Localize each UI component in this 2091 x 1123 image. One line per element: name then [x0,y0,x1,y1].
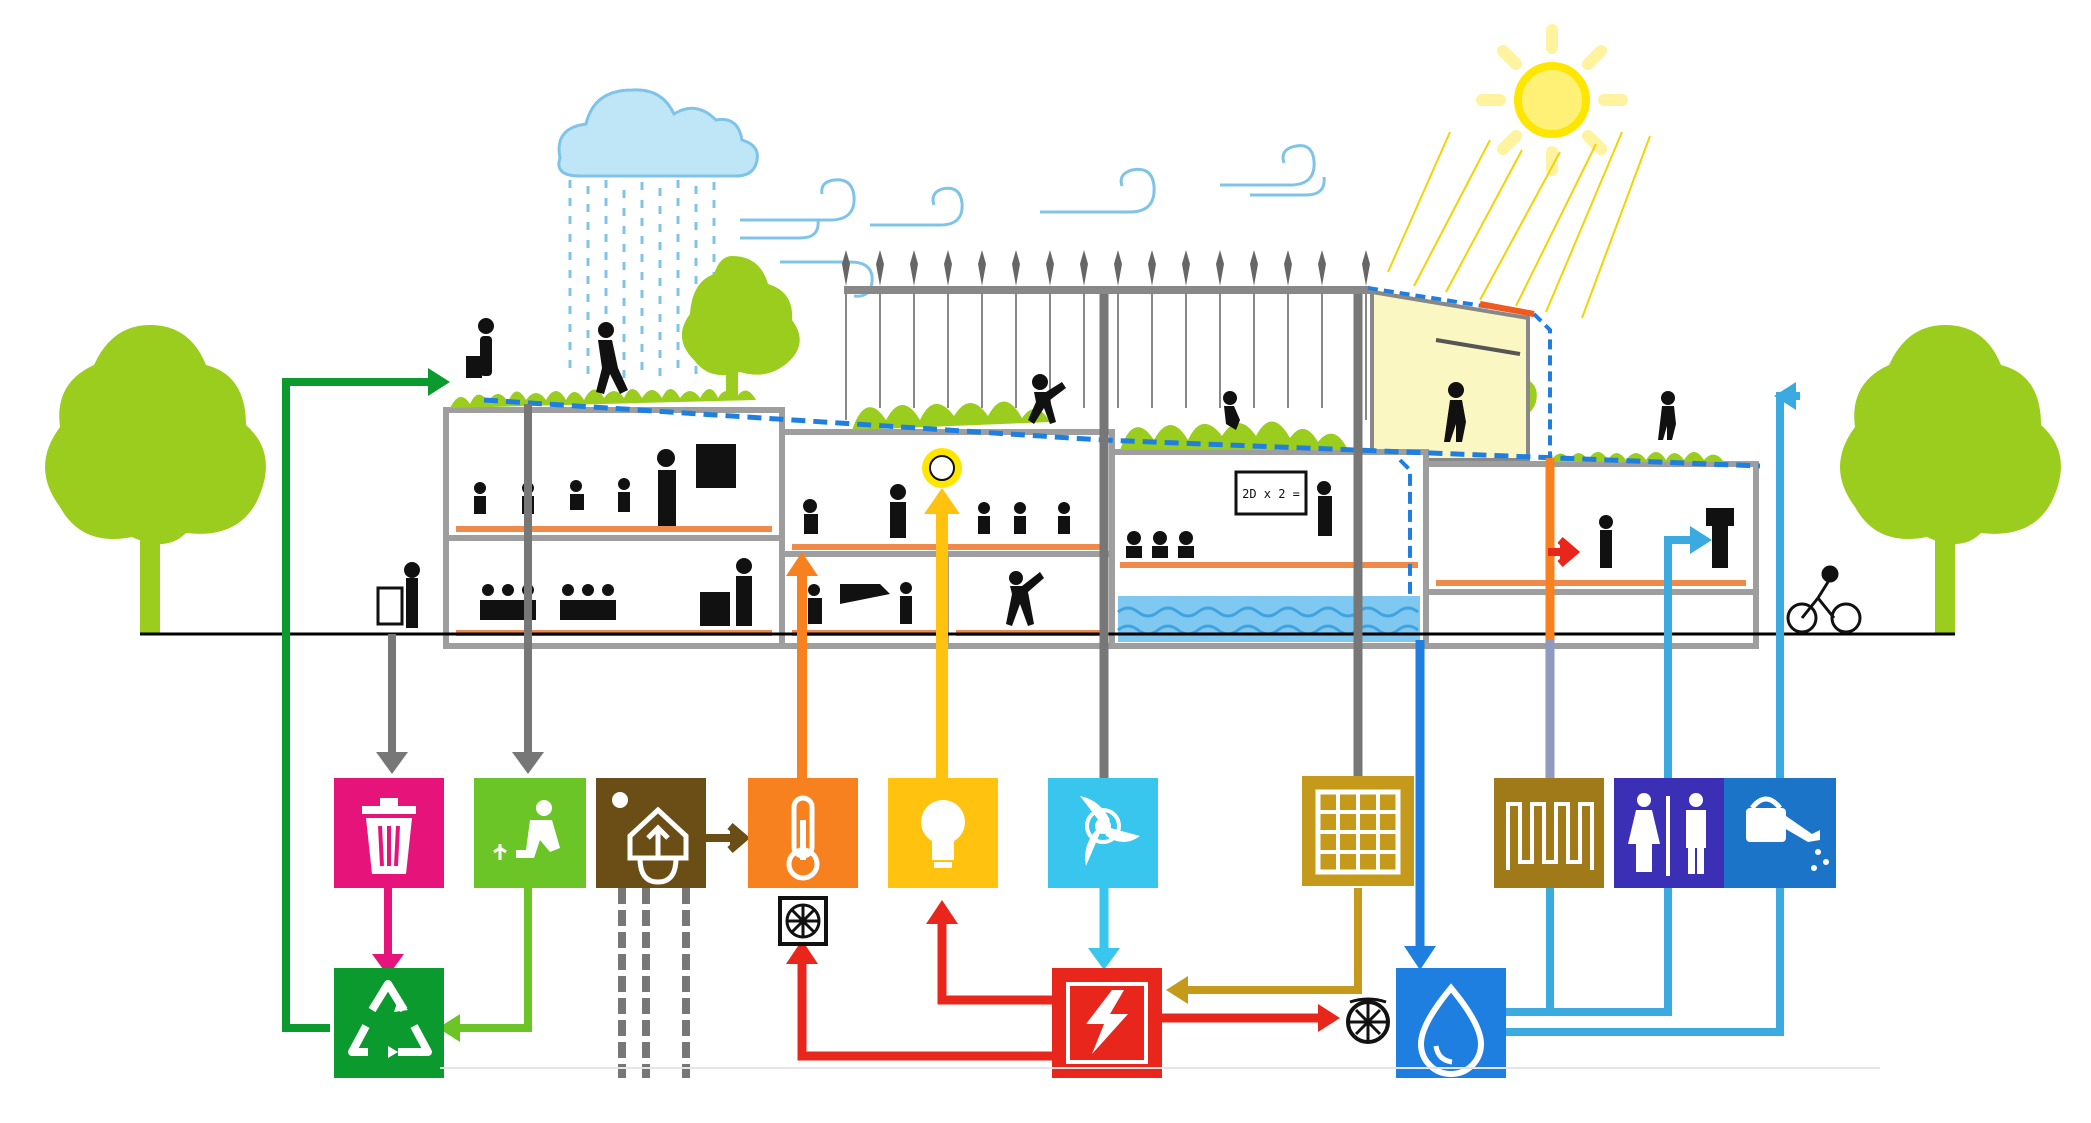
rainwater-flow [1404,640,1436,970]
electric-to-ventilation-arrowhead [786,940,818,964]
thermometer-icon [748,778,858,888]
tree-left [45,325,266,634]
heating-flow [786,552,818,780]
waste-flow [376,404,544,774]
pump-icon [1346,997,1390,1044]
rainwater-downpipe [1398,458,1412,600]
solar-flow-arrowhead [1166,976,1188,1004]
restroom-icon [1614,778,1724,888]
solar-hot-water-pipe [1545,458,1581,784]
rain-cloud [557,88,759,178]
wind-swirls [740,144,1326,298]
electricity-flow [797,920,1322,1061]
classroom-whiteboard: 2D x 2 = [1234,470,1308,516]
watering-can-icon [1724,778,1836,888]
geothermal-pipes [618,888,690,1078]
tree-right [1840,325,2061,634]
recycle-icon [334,968,444,1078]
solar-to-electric-flow [1184,888,1362,994]
water-drop-icon [1396,968,1506,1078]
geothermal-flow-arrow [706,822,751,854]
solar-facade [1367,286,1552,462]
wind-turbine-icon [1048,778,1158,888]
gray-structure-lines [1099,294,1363,784]
sun-rays [1387,131,1651,319]
solar-panel-icon [1302,776,1414,886]
compost-flow [456,888,532,1032]
geothermal-house-icon [596,778,706,888]
electric-to-lighting-arrowhead [926,900,958,924]
recycle-flow [282,378,430,1032]
fan-icon [778,896,828,946]
lightning-icon [1052,968,1162,1078]
gardener-icon [474,778,586,888]
lighting-flow [924,488,960,780]
recycle-flow-arrowhead [428,368,450,396]
water-to-garden-arrowhead [1774,382,1796,410]
compost-flow-arrowhead [438,1014,460,1042]
radiator-icon [1494,778,1604,888]
greenhouse-frame [842,250,1370,420]
waste-to-recycle-flow [372,888,404,976]
electric-to-pump-arrowhead [1318,1004,1340,1032]
whiteboard-text: 2D x 2 = [1242,487,1300,501]
bicycle-rider [1786,565,1862,634]
sun [1476,24,1628,176]
tree-roof-left [681,256,800,398]
light-bulb-icon [888,778,998,888]
water-to-toilet-arrowhead [1690,526,1712,554]
wind-to-electric-flow [1088,888,1120,970]
light-bulb-glow [922,448,962,488]
trash-can-icon [334,778,444,888]
